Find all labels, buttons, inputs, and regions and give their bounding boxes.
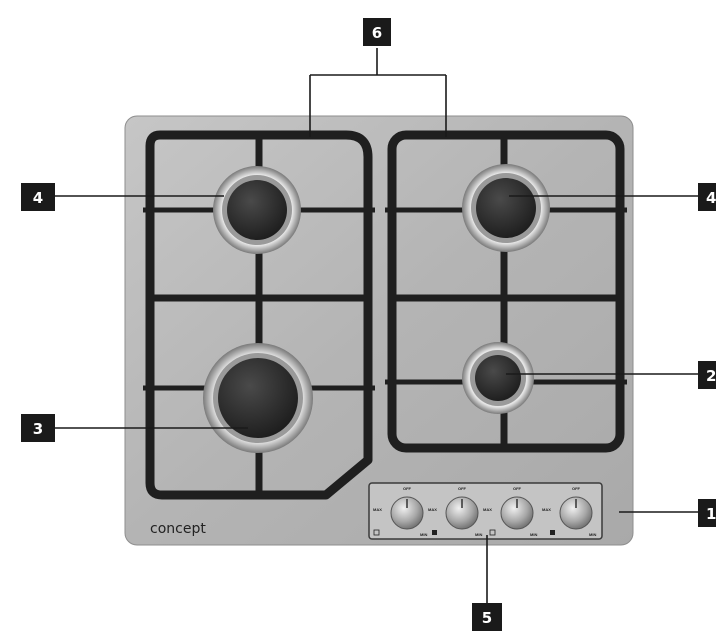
knob-4-off-label: OFF xyxy=(572,486,581,491)
knob-2-max-label: MAX xyxy=(428,507,437,512)
knob-1-min-label: MIN xyxy=(420,532,427,537)
burner-bottom-left-large xyxy=(203,343,313,453)
burner-top-left xyxy=(213,166,301,254)
knob-1-off-label: OFF xyxy=(403,486,412,491)
svg-text:3: 3 xyxy=(33,420,43,438)
svg-text:6: 6 xyxy=(372,24,382,42)
knob-3-off-label: OFF xyxy=(513,486,522,491)
knob-4-min-label: MIN xyxy=(589,532,596,537)
svg-text:4: 4 xyxy=(33,189,43,207)
callout-1: 1 xyxy=(698,499,716,527)
brand-logo: concept xyxy=(150,521,206,537)
svg-text:4: 4 xyxy=(706,189,716,207)
callout-5: 5 xyxy=(472,603,502,631)
svg-text:5: 5 xyxy=(482,609,492,627)
svg-text:2: 2 xyxy=(706,367,716,385)
knob-2-min-label: MIN xyxy=(475,532,482,537)
knob-1-max-label: MAX xyxy=(373,507,382,512)
burner-bottom-right-small xyxy=(462,342,534,414)
callout-6: 6 xyxy=(363,18,391,46)
callout-3: 3 xyxy=(21,414,55,442)
callout-2: 2 xyxy=(698,361,716,389)
knob-3-min-label: MIN xyxy=(530,532,537,537)
callout-4-right: 4 xyxy=(698,183,716,211)
cooktop-surface xyxy=(125,116,633,545)
svg-text:1: 1 xyxy=(706,505,716,523)
knob-3-max-label: MAX xyxy=(483,507,492,512)
burner-top-right xyxy=(462,164,550,252)
knob-4-max-label: MAX xyxy=(542,507,551,512)
callout-4-left: 4 xyxy=(21,183,55,211)
knob-2-off-label: OFF xyxy=(458,486,467,491)
